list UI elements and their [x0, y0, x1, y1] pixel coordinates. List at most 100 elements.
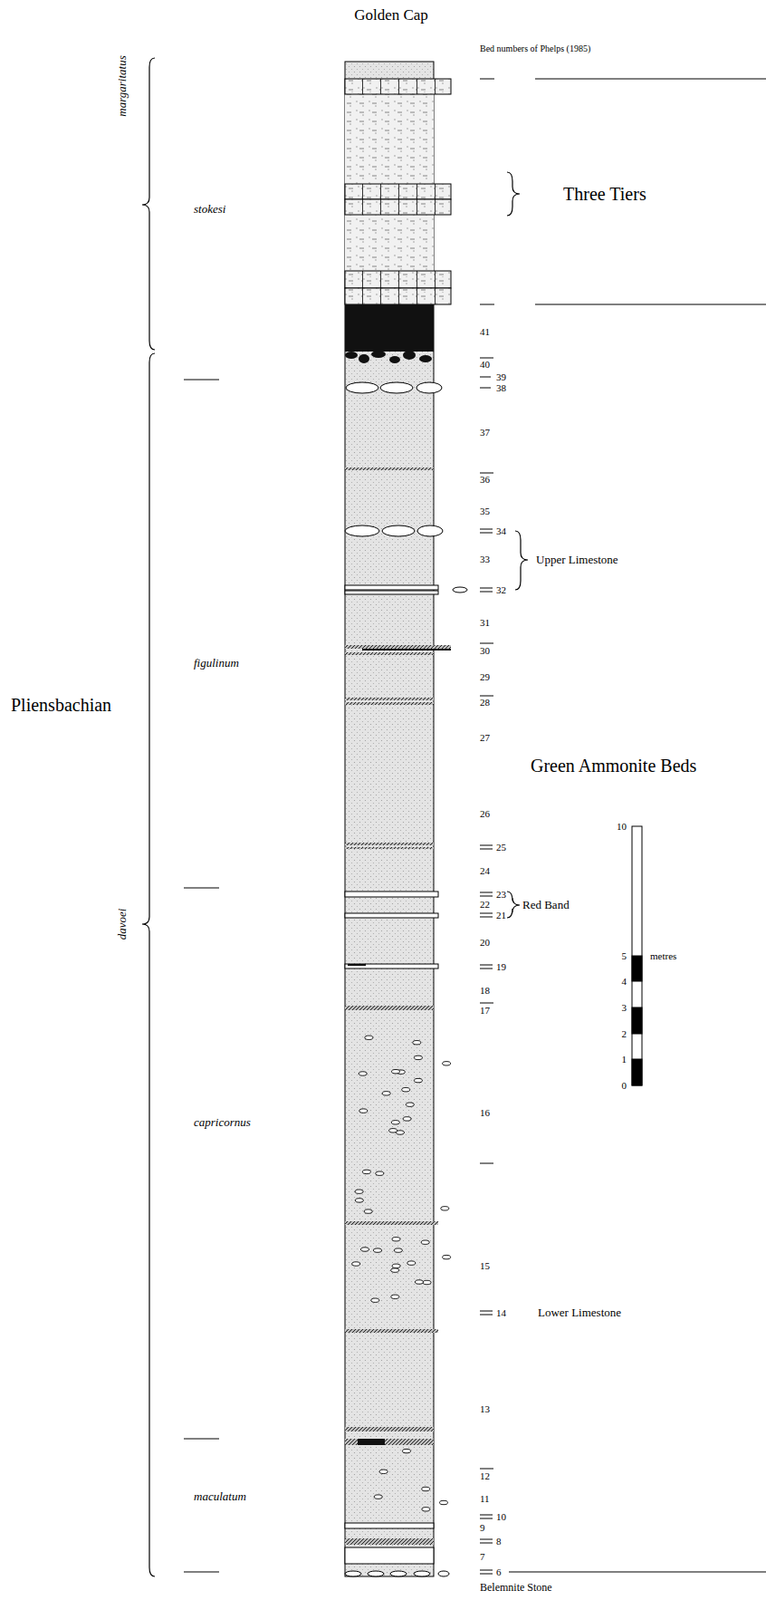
- scale-number: 0: [622, 1079, 628, 1091]
- zone-name: davoei: [115, 908, 129, 940]
- bed-tick: [479, 1541, 493, 1543]
- bed-number: 14: [496, 1306, 507, 1318]
- nodule: [354, 1188, 364, 1193]
- nodule: [402, 1116, 412, 1121]
- bed-number: 27: [479, 731, 490, 743]
- bed-number: 15: [479, 1259, 490, 1271]
- nodule: [373, 1247, 383, 1252]
- scale-number: 3: [622, 1001, 628, 1013]
- bed-tick: [479, 1538, 493, 1540]
- bed-tick: [479, 891, 493, 893]
- bed-number: 24: [479, 864, 490, 876]
- bed-number: 7: [479, 1550, 486, 1561]
- bracket: [507, 172, 520, 216]
- bed-tick: [479, 844, 493, 846]
- bracket: [507, 890, 520, 918]
- bed-number: 23: [496, 888, 507, 900]
- bed-tick: [479, 848, 493, 850]
- nodule: [364, 1034, 374, 1039]
- nodule: [402, 1087, 411, 1092]
- nodule: [402, 1447, 412, 1452]
- bed-tick: [479, 916, 493, 918]
- nodule: [393, 1247, 403, 1252]
- nodule: [413, 1054, 422, 1059]
- bed-tick: [479, 532, 493, 534]
- bed-number: 25: [496, 841, 507, 853]
- bed-tick: [479, 387, 491, 389]
- bed-number: 13: [479, 1402, 490, 1414]
- unit-name: Lower Limestone: [537, 1305, 622, 1319]
- bed-number: 29: [479, 670, 490, 682]
- nodule: [359, 1108, 368, 1112]
- bracket: [142, 353, 155, 1576]
- bed-number: 21: [496, 909, 507, 920]
- nodule: [392, 1263, 401, 1267]
- bed-tick: [479, 1313, 493, 1315]
- bed-number: 30: [479, 644, 490, 656]
- bed-number: 22: [479, 898, 490, 910]
- scale-number: 1: [622, 1053, 628, 1064]
- bed-tick: [479, 376, 491, 378]
- unit-name: Red Band: [522, 898, 570, 911]
- nodule: [362, 1168, 371, 1173]
- nodule: [407, 1260, 416, 1264]
- nodule: [413, 1077, 422, 1082]
- stage-name: Pliensbachian: [10, 694, 112, 715]
- bed-number: 37: [479, 426, 490, 438]
- nodule: [375, 1170, 384, 1175]
- subzone-name: figulinum: [193, 656, 240, 670]
- log-title: Golden Cap: [354, 7, 429, 25]
- bed-tick: [479, 587, 493, 589]
- scale-unit: metres: [650, 949, 677, 961]
- bed-number: 16: [479, 1106, 490, 1118]
- nodule: [391, 1293, 400, 1298]
- scale-number: 4: [622, 975, 628, 987]
- bed-number: 33: [479, 553, 490, 565]
- bed-number: 20: [479, 936, 490, 948]
- bed-number: 41: [479, 325, 490, 337]
- bed-number: 26: [479, 807, 490, 819]
- nodule: [358, 1071, 367, 1075]
- bed-number: 35: [479, 505, 490, 517]
- bed-number: 8: [496, 1534, 502, 1546]
- unit-name: Upper Limestone: [536, 553, 619, 566]
- unit-name: Belemnite Stone: [479, 1580, 553, 1593]
- bed-number: 39: [496, 371, 507, 383]
- nodule: [392, 1069, 401, 1073]
- bed-number: 10: [496, 1510, 507, 1522]
- unit-name: Green Ammonite Beds: [530, 755, 697, 776]
- bed-number: 40: [479, 358, 490, 370]
- bed-tick: [479, 1572, 493, 1574]
- bed-tick: [479, 912, 493, 914]
- subzone-name: capricornus: [193, 1115, 251, 1129]
- nodule: [440, 1206, 450, 1210]
- subzone-name: stokesi: [193, 202, 226, 216]
- bed-number: 36: [479, 473, 490, 485]
- unit-name: Three Tiers: [563, 183, 647, 204]
- bed-number: 31: [479, 616, 490, 628]
- bed-number: 17: [479, 1004, 490, 1015]
- nodule: [354, 1197, 364, 1202]
- nodule: [422, 1279, 431, 1284]
- nodule: [405, 1101, 414, 1106]
- bed-tick: [479, 964, 493, 966]
- nodule: [382, 1091, 391, 1095]
- bed-tick: [479, 1517, 493, 1519]
- bracket: [142, 57, 155, 350]
- bed-number: 38: [496, 382, 507, 393]
- nodule: [379, 1468, 388, 1473]
- bed-number: 34: [496, 525, 507, 537]
- nodule: [442, 1061, 451, 1065]
- bed-tick: [479, 1513, 493, 1515]
- nodule: [421, 1506, 431, 1511]
- nodule: [391, 1120, 400, 1124]
- bed-number: 28: [479, 696, 490, 708]
- bed-tick: [479, 528, 493, 530]
- bed-tick: [479, 1310, 493, 1312]
- nodule: [440, 1499, 449, 1504]
- subzone-name: maculatum: [193, 1489, 247, 1503]
- bed-tick: [479, 1569, 493, 1571]
- nodule: [373, 1493, 383, 1498]
- nodule: [414, 1279, 423, 1284]
